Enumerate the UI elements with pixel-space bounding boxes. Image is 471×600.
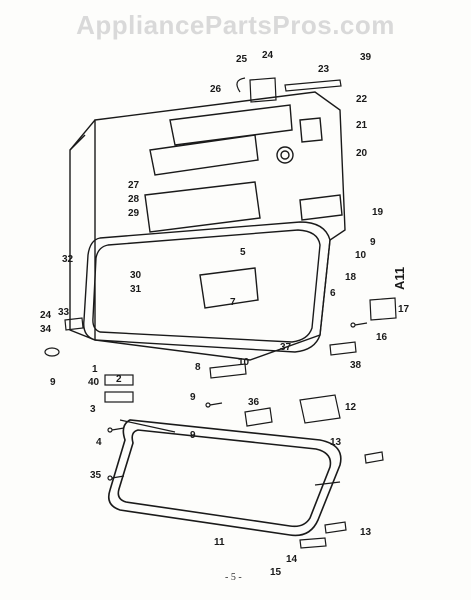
callout-19: 19 (372, 207, 384, 218)
callout-7: 7 (230, 297, 236, 308)
callout-35: 35 (90, 470, 102, 481)
callout-11: 11 (214, 537, 225, 548)
hinge-bracket-upper (104, 374, 134, 386)
small-parts (44, 77, 397, 549)
callout-8: 8 (195, 362, 201, 373)
callout-34: 34 (40, 324, 52, 335)
callout-27: 27 (128, 180, 140, 191)
tub-assembly (69, 91, 346, 361)
callout-6: 6 (330, 288, 336, 299)
callout-36: 36 (248, 397, 260, 408)
callout-14: 14 (286, 554, 298, 565)
callout-24b: 24 (262, 50, 274, 61)
callout-38: 38 (350, 360, 362, 371)
callout-9c: 9 (370, 237, 376, 248)
figure-label: A11 (392, 267, 407, 290)
callout-23: 23 (318, 64, 330, 75)
callout-29: 29 (128, 208, 140, 219)
callout-9d: 9 (190, 430, 196, 441)
callout-30: 30 (130, 270, 142, 281)
callout-13b: 13 (330, 437, 342, 448)
callout-18: 18 (345, 272, 357, 283)
callout-13: 13 (360, 527, 372, 538)
callout-40: 40 (88, 377, 100, 388)
callout-1: 1 (92, 364, 98, 375)
callout-9b: 9 (190, 392, 196, 403)
door-gasket (107, 419, 342, 537)
callout-4: 4 (96, 437, 102, 448)
callout-3: 3 (90, 404, 96, 415)
callout-9: 9 (50, 377, 56, 388)
callout-24: 24 (40, 310, 52, 321)
callout-17: 17 (398, 304, 410, 315)
callout-21: 21 (356, 120, 368, 131)
callout-26: 26 (210, 84, 222, 95)
callout-33: 33 (58, 307, 70, 318)
callout-12: 12 (345, 402, 357, 413)
callout-5: 5 (240, 247, 246, 258)
callout-2: 2 (116, 374, 122, 385)
hinge-bracket-lower (104, 391, 134, 403)
callout-39: 39 (360, 52, 372, 63)
callout-20: 20 (356, 148, 368, 159)
callout-labels: 34 24 33 9 1 40 2 3 4 35 11 15 14 13 13 … (40, 50, 410, 578)
callout-15: 15 (270, 567, 282, 578)
callout-32: 32 (62, 254, 74, 265)
watermark: AppliancePartsPros.com (76, 10, 395, 40)
callout-10b: 10 (355, 250, 367, 261)
callout-25: 25 (236, 54, 248, 65)
callout-28: 28 (128, 194, 140, 205)
callout-31: 31 (130, 284, 142, 295)
callout-16: 16 (376, 332, 388, 343)
callout-22: 22 (356, 94, 368, 105)
callout-37: 37 (280, 342, 292, 353)
callout-10: 10 (238, 357, 250, 368)
page-number: - 5 - (225, 572, 242, 583)
